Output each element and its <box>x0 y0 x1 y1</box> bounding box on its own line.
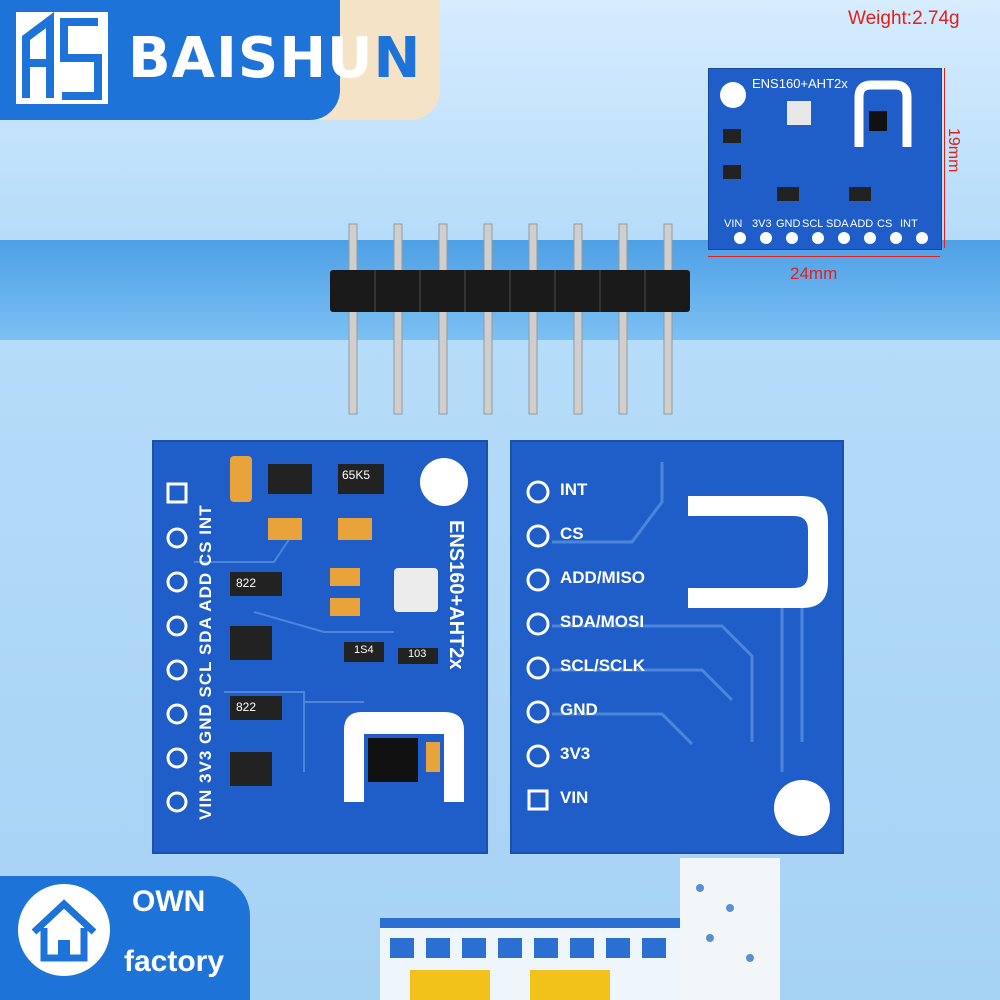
back-board-image <box>510 440 844 854</box>
front-board-image <box>152 440 488 854</box>
small-pin-3v3: 3V3 <box>752 218 772 230</box>
small-pin-sda: SDA <box>826 218 849 230</box>
height-label: 19mm <box>945 128 962 173</box>
brand-name-tail: N <box>373 26 422 91</box>
back-pin-vin: VIN <box>560 788 589 807</box>
small-pin-add: ADD <box>850 218 874 230</box>
chip-mark-103: 103 <box>408 648 427 660</box>
small-pin-gnd: GND <box>776 218 801 230</box>
factory-building-image <box>380 858 780 1000</box>
weight-label: Weight:2.74g <box>848 8 960 29</box>
chip-mark-65k5: 65K5 <box>342 468 371 482</box>
small-pin-int: INT <box>900 218 918 230</box>
small-pin-scl: SCL <box>802 218 824 230</box>
small-pin-cs: CS <box>877 218 893 230</box>
small-pin-vin: VIN <box>724 218 743 230</box>
footer-own: OWN <box>132 885 206 918</box>
back-board-art <box>526 462 830 836</box>
pin-header-image <box>330 223 690 415</box>
small-board-art <box>720 80 912 201</box>
small-board-title: ENS160+AHT2x <box>752 76 848 91</box>
small-board-image <box>708 68 942 250</box>
back-pin-3v3: 3V3 <box>560 744 591 763</box>
chip-mark-822-b: 822 <box>236 700 257 714</box>
front-board-art <box>166 456 468 813</box>
height-dimension-line <box>944 68 945 248</box>
width-dimension-line <box>708 256 940 257</box>
front-board-title: ENS160+AHT2x <box>445 520 467 670</box>
small-board-pads <box>734 232 928 244</box>
back-pin-cs: CS <box>560 524 584 543</box>
chip-mark-822-a: 822 <box>236 576 257 590</box>
back-pin-gnd: GND <box>560 700 598 719</box>
back-pin-scl-sclk: SCL/SCLK <box>560 656 645 675</box>
house-icon <box>18 884 110 976</box>
brand-name-head: BAISHU <box>128 26 374 91</box>
back-pin-int: INT <box>560 480 588 499</box>
brand-name: BAISHUN <box>128 26 421 91</box>
front-pin-labels: VIN 3V3 GND SCL SDA ADD CS INT <box>196 504 215 820</box>
brand-logo-icon <box>16 12 108 104</box>
back-pin-add-miso: ADD/MISO <box>560 568 645 587</box>
back-pin-sda-mosi: SDA/MOSI <box>560 612 645 631</box>
chip-mark-1s4: 1S4 <box>354 644 374 656</box>
footer-factory: factory <box>124 945 225 978</box>
width-label: 24mm <box>790 264 838 283</box>
